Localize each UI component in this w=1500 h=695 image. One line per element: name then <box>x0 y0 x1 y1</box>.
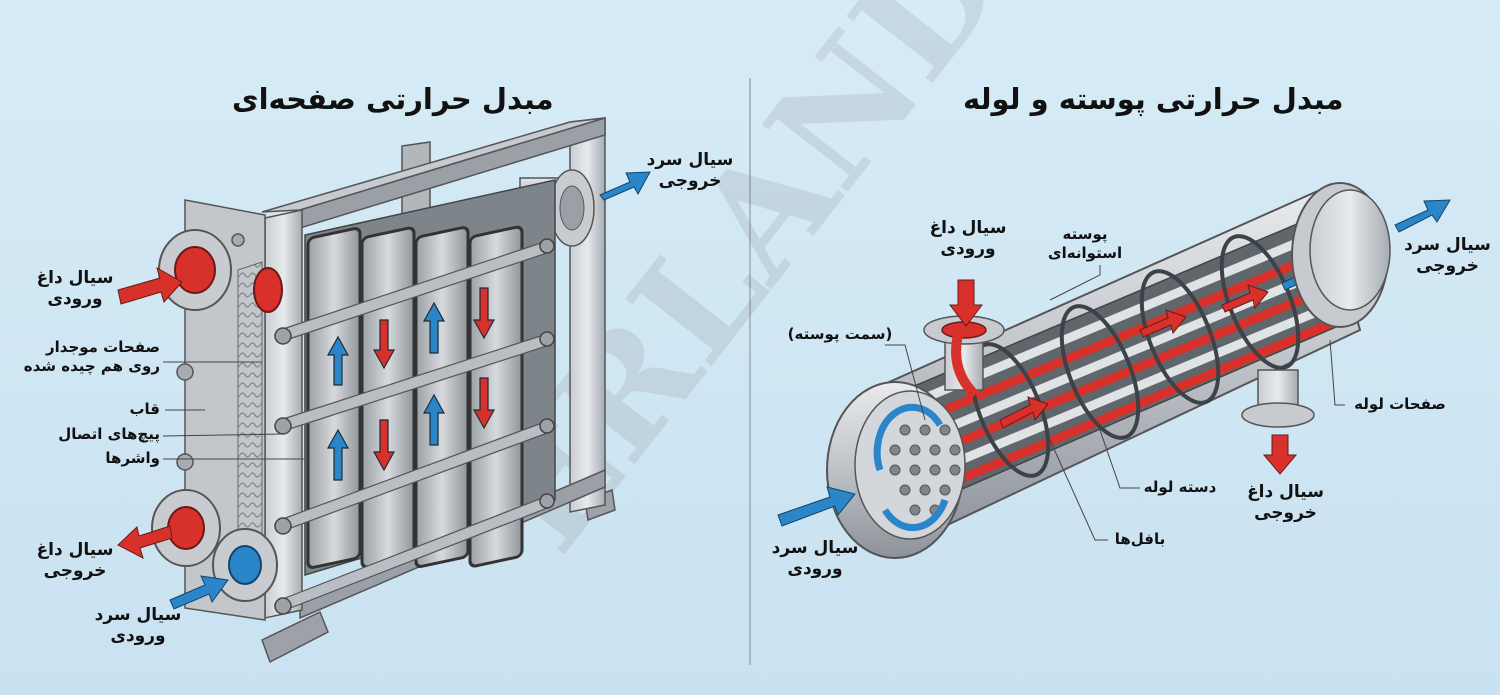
plate-cold-inlet-line1: سیال سرد <box>94 605 182 625</box>
left-head <box>826 381 966 559</box>
shell-label-line1: پوسته <box>1062 225 1108 243</box>
plate-cold-outlet-line2: خروجی <box>658 171 722 192</box>
gaskets-label: واشرها <box>105 449 160 467</box>
plate-hot-outlet-line1: سیال داغ <box>36 540 114 560</box>
hot-outlet-arrow <box>117 525 173 559</box>
plate-hot-outlet-line2: خروجی <box>43 561 107 582</box>
plate-exchanger-title: مبدل حرارتی صفحه‌ای <box>232 82 554 116</box>
shell-hot-inlet-arrow <box>948 279 984 327</box>
shell-flow-arrows <box>999 284 1269 429</box>
shell-cold-outlet-line2: خروجی <box>1416 256 1479 277</box>
shell-cold-outlet-label: سیال سرد خروجی <box>1400 235 1495 278</box>
shell-label-line2: استوانه‌ای <box>1047 243 1123 262</box>
tube-bundle-label: دسته لوله <box>1143 478 1217 496</box>
baffles <box>969 234 1301 478</box>
tube-sheet-label: صفحات لوله <box>1354 395 1446 413</box>
cold-inlet-arrow <box>169 575 229 610</box>
plate-cold-inlet-line2: ورودی <box>110 626 166 647</box>
shell-exchanger-title: مبدل حرارتی پوسته و لوله <box>963 82 1344 116</box>
tie-rods <box>279 239 551 613</box>
cold-inlet-flange <box>212 528 278 602</box>
shell-cold-inlet-line2: ورودی <box>787 559 843 580</box>
shell-leader-lines <box>885 265 1345 541</box>
corrugated-plates <box>306 225 524 569</box>
frame-label: قاب <box>129 400 160 418</box>
hot-outlet-nozzle <box>1241 369 1315 428</box>
plate-cold-inlet-label: سیال سرد ورودی <box>88 605 188 648</box>
plate-hot-inlet-line1: سیال داغ <box>36 268 114 288</box>
shell-hot-inlet-line1: سیال داغ <box>929 218 1007 238</box>
shell-hot-outlet-arrow <box>1262 434 1298 475</box>
shell-side-label: (سمت پوسته) <box>787 325 893 343</box>
hot-outlet-flange <box>151 489 221 567</box>
shell-label: پوسته استوانه‌ای <box>1030 225 1140 263</box>
plate-hot-inlet-label: سیال داغ ورودی <box>30 268 120 311</box>
plates-label-line2: روی هم چیده شده <box>23 356 160 375</box>
shell-hot-inlet-line2: ورودی <box>940 239 996 260</box>
shell-hot-outlet-line2: خروجی <box>1254 503 1317 524</box>
shell-cold-inlet-label: سیال سرد ورودی <box>765 538 865 581</box>
plate-hot-outlet-label: سیال داغ خروجی <box>30 540 120 583</box>
plate-cold-outlet-label: سیال سرد خروجی <box>640 150 740 193</box>
shell-cold-outlet-arrow <box>1394 199 1451 233</box>
plate-heat-exchanger <box>117 116 651 664</box>
plates-label-line1: صفحات موجدار <box>46 338 160 356</box>
bolt-nuts <box>274 238 555 615</box>
plate-hot-inlet-line2: ورودی <box>47 289 103 310</box>
shell-cold-outlet-line1: سیال سرد <box>1404 235 1491 255</box>
hot-inlet-flange <box>158 229 283 313</box>
hot-inlet-nozzle <box>923 315 1005 399</box>
shell-cold-inlet-line1: سیال سرد <box>771 538 859 558</box>
plate-flow-arrows <box>326 287 496 481</box>
bolts-label: پیچ‌های اتصال <box>58 425 160 443</box>
cold-outlet-arrow <box>599 171 651 201</box>
shell-hot-outlet-label: سیال داغ خروجی <box>1238 482 1333 525</box>
shell-cold-inlet-arrow <box>777 486 856 527</box>
hot-inlet-arrow <box>117 266 183 305</box>
plate-cold-outlet-line1: سیال سرد <box>646 150 734 170</box>
tube-sheet-holes <box>889 424 961 516</box>
leader-lines <box>162 361 305 460</box>
baffles-label: بافل‌ها <box>1114 530 1166 548</box>
plates-label: صفحات موجدار روی هم چیده شده <box>10 338 160 376</box>
shell-and-tube-exchanger <box>777 182 1451 559</box>
shell-hot-outlet-line1: سیال داغ <box>1247 482 1324 502</box>
tube-bundle <box>915 220 1354 495</box>
right-head <box>1291 182 1391 328</box>
shell-hot-inlet-label: سیال داغ ورودی <box>918 218 1018 261</box>
